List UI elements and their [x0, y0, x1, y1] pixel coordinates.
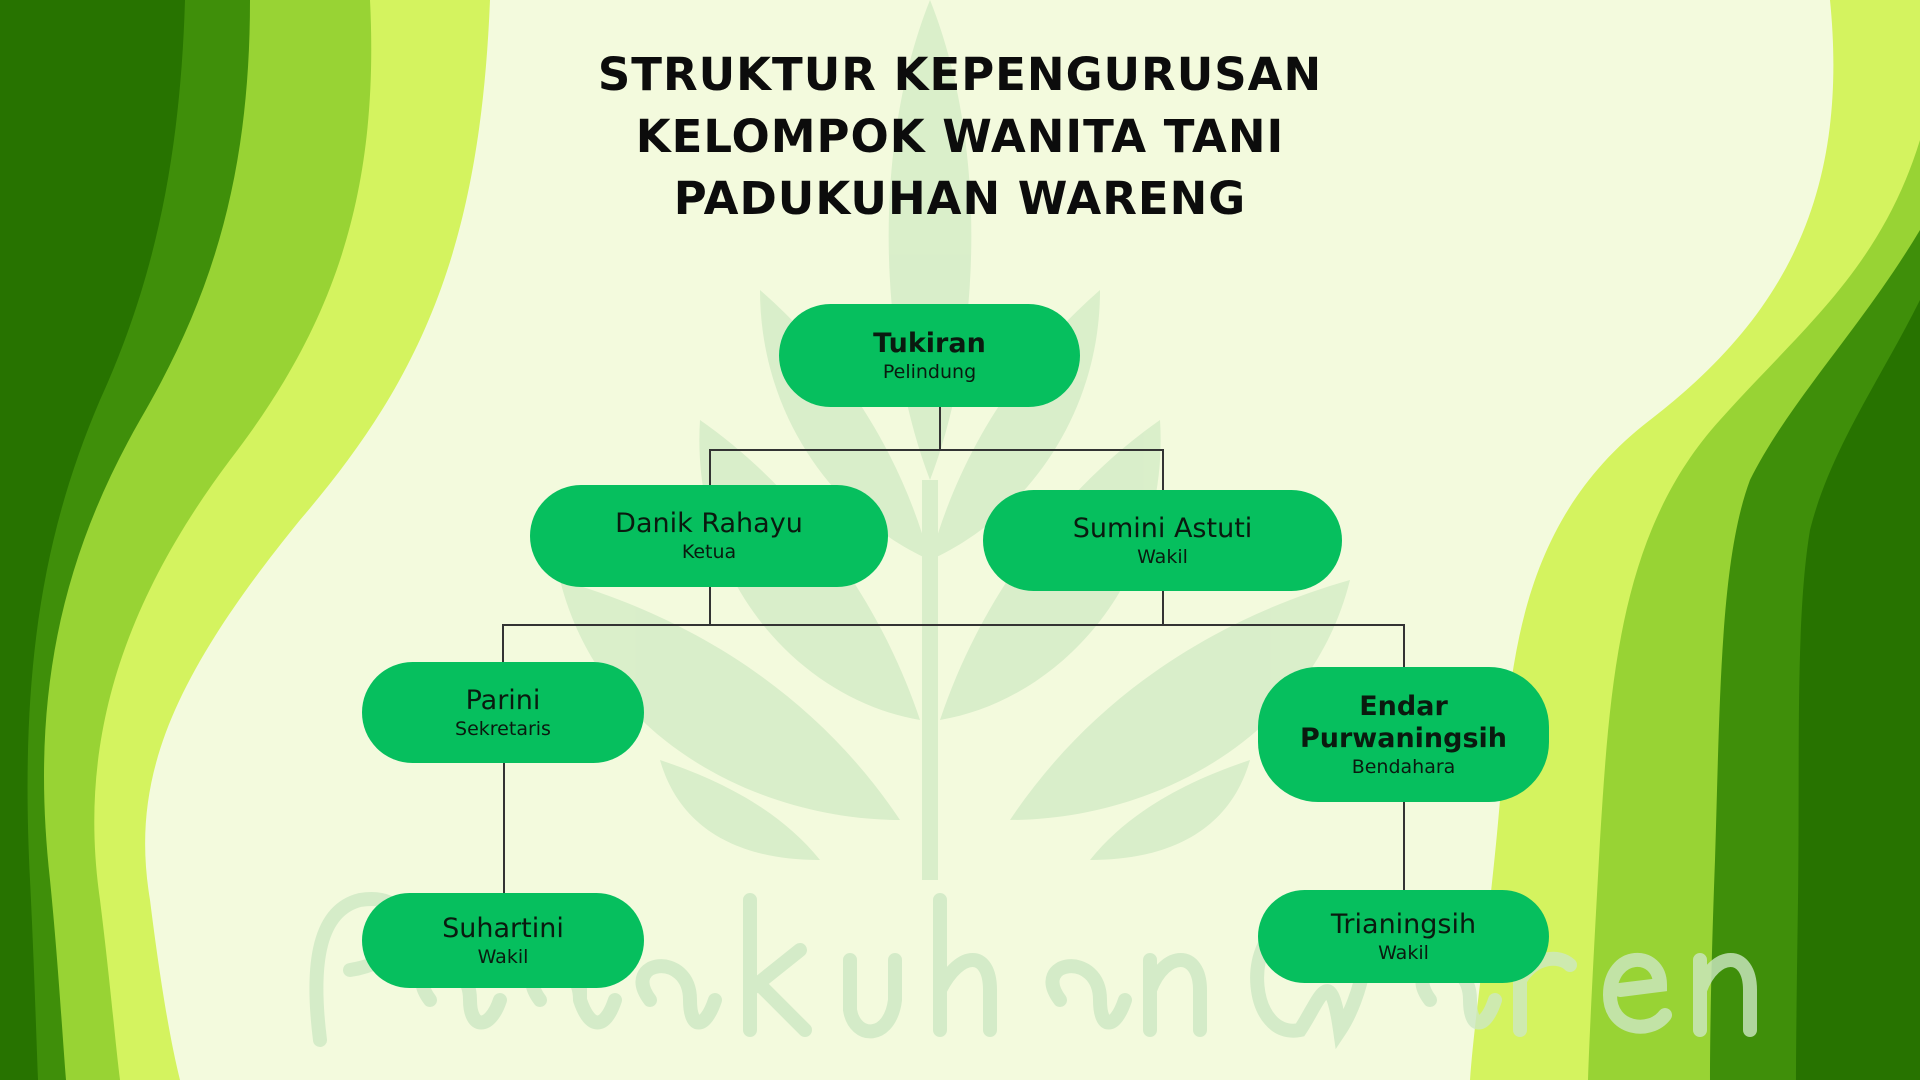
node-name: Trianingsih	[1330, 908, 1477, 940]
title-line-2: KELOMPOK WANITA TANI	[635, 110, 1285, 163]
node-role: Wakil	[477, 945, 529, 968]
right-waves	[1470, 0, 1920, 1080]
connector	[503, 763, 505, 893]
connector	[502, 624, 1404, 626]
node-name: Parini	[465, 684, 541, 716]
node-role: Wakil	[1378, 941, 1429, 964]
node-bendahara: Endar Purwaningsih Bendahara	[1258, 667, 1549, 802]
connector	[709, 449, 1163, 451]
node-name: Danik Rahayu	[615, 508, 803, 539]
node-ketua: Danik Rahayu Ketua	[530, 485, 888, 587]
node-wakil-sekretaris: Suhartini Wakil	[362, 893, 644, 988]
page-title: STRUKTUR KEPENGURUSAN KELOMPOK WANITA TA…	[460, 44, 1460, 230]
connector	[1162, 449, 1164, 490]
node-role: Bendahara	[1351, 755, 1456, 778]
left-waves	[0, 0, 490, 1080]
node-sekretaris: Parini Sekretaris	[362, 662, 644, 763]
connector	[1403, 802, 1405, 890]
node-role: Wakil	[1137, 545, 1188, 568]
node-name: Sumini Astuti	[1072, 512, 1253, 544]
connector	[502, 624, 504, 662]
node-wakil-bendahara: Trianingsih Wakil	[1258, 890, 1549, 983]
title-line-1: STRUKTUR KEPENGURUSAN	[597, 48, 1323, 101]
connector	[1403, 624, 1405, 667]
connector	[1162, 591, 1164, 624]
connector	[939, 407, 941, 449]
node-name: Endar Purwaningsih	[1299, 690, 1508, 754]
node-wakil-ketua: Sumini Astuti Wakil	[983, 490, 1342, 591]
node-name: Suhartini	[442, 912, 564, 944]
title-line-3: PADUKUHAN WARENG	[673, 172, 1247, 225]
connector	[709, 587, 711, 624]
node-role: Sekretaris	[455, 717, 551, 740]
connector	[709, 449, 711, 485]
node-name: Tukiran	[873, 327, 986, 359]
node-role: Pelindung	[882, 360, 977, 383]
node-role: Ketua	[681, 541, 737, 563]
node-pelindung: Tukiran Pelindung	[779, 304, 1080, 407]
